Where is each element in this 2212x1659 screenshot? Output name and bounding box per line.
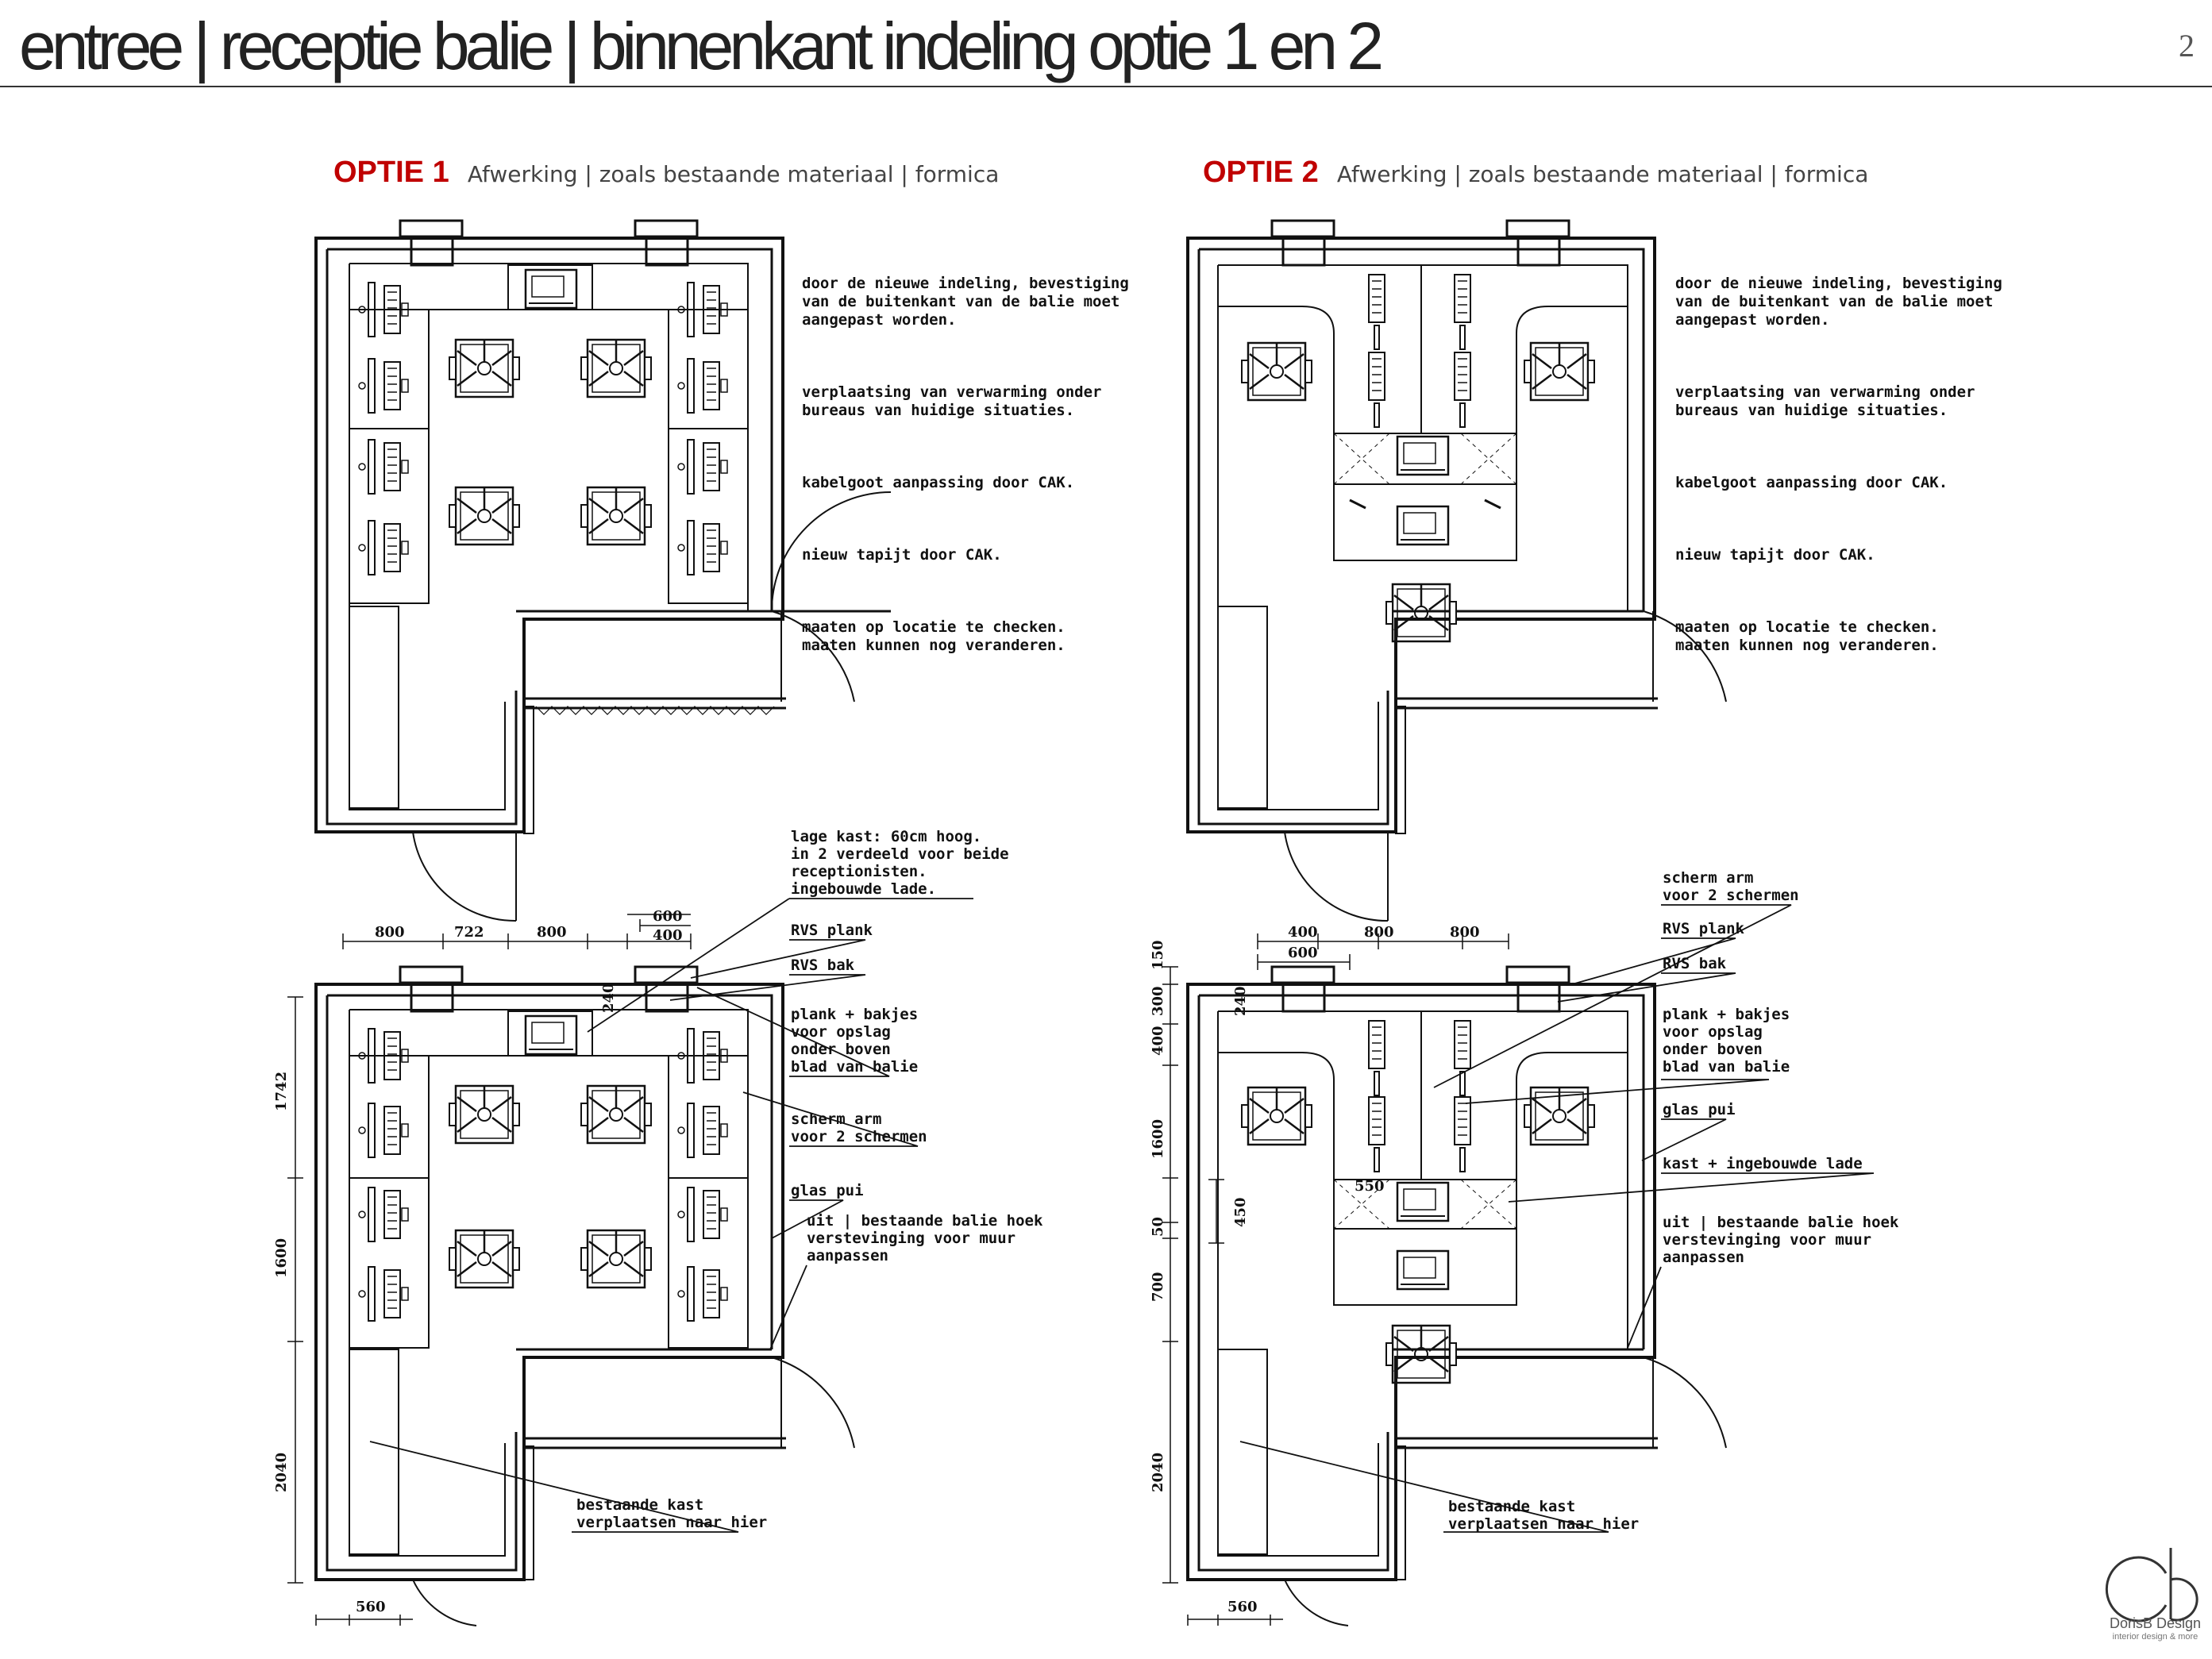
note-paragraph: maaten op locatie te checken. maaten kun…	[1675, 618, 1939, 654]
option-1-dimensions: 800 722 800 600 400 1742 1600 2040 240 5…	[273, 908, 683, 1615]
header-divider	[0, 86, 2212, 87]
note-paragraph: kabelgoot aanpassing door CAK.	[1675, 474, 1948, 491]
callout-uit-balie: uit | bestaande balie hoek	[1663, 1214, 1899, 1231]
option-2-plan-bottom	[1162, 933, 1727, 1626]
callout-scherm-arm: scherm arm	[791, 1110, 881, 1128]
dimension-label: 550	[1355, 1178, 1385, 1195]
callout-scherm-arm: scherm arm	[1663, 869, 1753, 887]
callout-plank-bakjes: voor opslag	[1663, 1023, 1763, 1041]
dimension-label: 2040	[273, 1453, 290, 1492]
dimension-label: 450	[1232, 1197, 1249, 1227]
callout-uit-balie: uit | bestaande balie hoek	[807, 1212, 1043, 1230]
dimension-label: 400	[1288, 924, 1318, 941]
callout-uit-balie: aanpassen	[1663, 1249, 1744, 1266]
dimension-label: 560	[356, 1599, 386, 1615]
dimension-label: 700	[1150, 1272, 1166, 1302]
dimension-label: 800	[1450, 924, 1480, 941]
callout-bestaande-kast: verplaatsen naar hier	[576, 1514, 767, 1531]
dimension-label: 150	[1150, 940, 1166, 970]
dimension-label: 800	[537, 924, 567, 941]
notes-option-1: door de nieuwe indeling, bevestiging van…	[802, 238, 1129, 691]
dimension-label: 722	[454, 924, 484, 941]
callout-scherm-arm: voor 2 schermen	[1663, 887, 1799, 904]
option-1-label: OPTIE 1 Afwerking | zoals bestaande mate…	[333, 156, 999, 190]
note-paragraph: door de nieuwe indeling, bevestiging van…	[1675, 275, 2002, 329]
note-paragraph: maaten op locatie te checken. maaten kun…	[802, 618, 1066, 654]
logo-name: DorisB Design	[2109, 1615, 2201, 1631]
callout-glas-pui: glas pui	[1663, 1101, 1736, 1118]
callout-uit-balie: verstevinging voor muur	[807, 1230, 1015, 1247]
option-1-leader-lines	[369, 898, 973, 1533]
dimension-label: 50	[1150, 1217, 1166, 1237]
option-1-name: OPTIE 1	[333, 156, 449, 189]
dimension-label: 1742	[273, 1072, 290, 1111]
note-paragraph: door de nieuwe indeling, bevestiging van…	[802, 275, 1129, 329]
dimension-label: 240	[600, 983, 617, 1013]
callout-kast-lade: kast + ingebouwde lade	[1663, 1155, 1863, 1172]
note-paragraph: nieuw tapijt door CAK.	[1675, 546, 1875, 564]
callout-plank-bakjes: plank + bakjes	[791, 1006, 918, 1023]
option-1-finish: Afwerking | zoals bestaande materiaal | …	[467, 161, 1000, 187]
dimension-label: 600	[653, 908, 683, 925]
callout-plank-bakjes: blad van balie	[791, 1058, 918, 1076]
dimension-label: 1600	[1150, 1119, 1166, 1159]
callout-lage-kast: ingebouwde lade.	[791, 880, 936, 898]
callout-rvs-bak: RVS bak	[791, 957, 855, 974]
note-paragraph: nieuw tapijt door CAK.	[802, 546, 1002, 564]
page-number: 2	[2179, 28, 2195, 64]
page-title: entree | receptie balie | binnenkant ind…	[19, 9, 1384, 83]
option-2-leader-lines	[1239, 904, 1875, 1533]
callout-bestaande-kast: bestaande kast	[1448, 1498, 1575, 1515]
callout-rvs-plank: RVS plank	[1663, 920, 1745, 937]
dimension-label: 300	[1150, 986, 1166, 1016]
option-2-dimensions: 400 600 800 800 150 300 400 1600 50 700 …	[1150, 924, 1480, 1615]
callout-plank-bakjes: onder boven	[791, 1041, 891, 1058]
callout-plank-bakjes: blad van balie	[1663, 1058, 1790, 1076]
callout-scherm-arm: voor 2 schermen	[791, 1128, 927, 1145]
callout-bestaande-kast: bestaande kast	[576, 1496, 703, 1514]
dimension-label: 400	[1150, 1026, 1166, 1056]
callout-glas-pui: glas pui	[791, 1182, 864, 1199]
option-1-plan-bottom	[287, 914, 855, 1626]
option-1-plan-top	[314, 219, 892, 922]
option-1-callouts: lage kast: 60cm hoog. in 2 verdeeld voor…	[576, 828, 1043, 1531]
option-2-label: OPTIE 2 Afwerking | zoals bestaande mate…	[1203, 156, 1868, 190]
dimension-label: 2040	[1150, 1453, 1166, 1492]
dimension-label: 600	[1288, 945, 1318, 961]
note-paragraph: verplaatsing van verwarming onder bureau…	[1675, 383, 1975, 419]
logo-tagline: interior design & more	[2112, 1632, 2199, 1642]
option-2-callouts: scherm arm voor 2 schermen RVS plank RVS…	[1448, 869, 1899, 1533]
dimension-label: 1600	[273, 1238, 290, 1278]
callout-rvs-bak: RVS bak	[1663, 955, 1727, 972]
callout-lage-kast: lage kast: 60cm hoog.	[791, 828, 981, 845]
callout-uit-balie: verstevinging voor muur	[1663, 1231, 1871, 1249]
dimension-label: 560	[1227, 1599, 1258, 1615]
logo: DorisB Design interior design & more	[2110, 1615, 2201, 1642]
option-2-name: OPTIE 2	[1203, 156, 1319, 189]
note-paragraph: verplaatsing van verwarming onder bureau…	[802, 383, 1102, 419]
dimension-label: 800	[375, 924, 405, 941]
callout-plank-bakjes: plank + bakjes	[1663, 1006, 1790, 1023]
callout-plank-bakjes: onder boven	[1663, 1041, 1763, 1058]
doris-logo-icon	[2105, 1548, 2199, 1622]
dimension-label: 400	[653, 927, 683, 944]
callout-bestaande-kast: verplaatsen naar hier	[1448, 1515, 1639, 1533]
callout-lage-kast: in 2 verdeeld voor beide	[791, 845, 1009, 863]
option-2-finish: Afwerking | zoals bestaande materiaal | …	[1336, 161, 1869, 187]
callout-plank-bakjes: voor opslag	[791, 1023, 891, 1041]
callout-rvs-plank: RVS plank	[791, 922, 873, 939]
note-paragraph: kabelgoot aanpassing door CAK.	[802, 474, 1075, 491]
dimension-label: 240	[1232, 986, 1249, 1016]
notes-option-2: door de nieuwe indeling, bevestiging van…	[1675, 238, 2002, 691]
callout-uit-balie: aanpassen	[807, 1247, 888, 1264]
dimension-label: 800	[1364, 924, 1394, 941]
option-2-plan-top	[1186, 219, 1727, 922]
callout-lage-kast: receptionisten.	[791, 863, 927, 880]
